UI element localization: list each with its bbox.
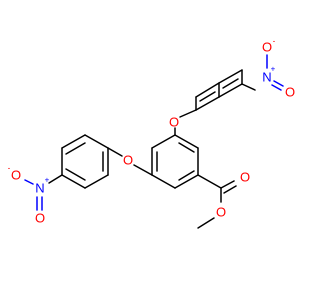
structure-diagram: O N + O - O O N + O - O: [8, 37, 295, 229]
nitro-nitrogen-lower: N: [35, 181, 44, 196]
nitro-oxygen-upper-top-charge: -: [273, 37, 276, 46]
nitro-nitrogen-upper: N: [262, 70, 271, 85]
ester-carbonyl-oxygen: O: [240, 170, 250, 185]
upper-aryl-ring: [195, 69, 243, 111]
ester-methoxy-oxygen: O: [216, 205, 226, 220]
lower-aryl-ring: [61, 134, 109, 189]
nitro-oxygen-lower-bottom: O: [35, 211, 45, 226]
nitro-nitrogen-upper-charge: +: [271, 65, 276, 74]
central-ring: [151, 134, 199, 189]
nitro-oxygen-upper-right: O: [285, 85, 295, 100]
nitro-oxygen-lower-left-charge: -: [8, 164, 11, 173]
ring-oxygen-upper: O: [169, 115, 179, 130]
nitro-nitrogen-lower-charge: +: [45, 176, 50, 185]
ring-oxygen-lower: O: [123, 153, 133, 168]
nitro-oxygen-lower-left: O: [11, 168, 21, 183]
molecule-drawing: O N + O - O O N + O - O: [8, 37, 295, 229]
nitro-oxygen-upper-top: O: [262, 40, 272, 55]
